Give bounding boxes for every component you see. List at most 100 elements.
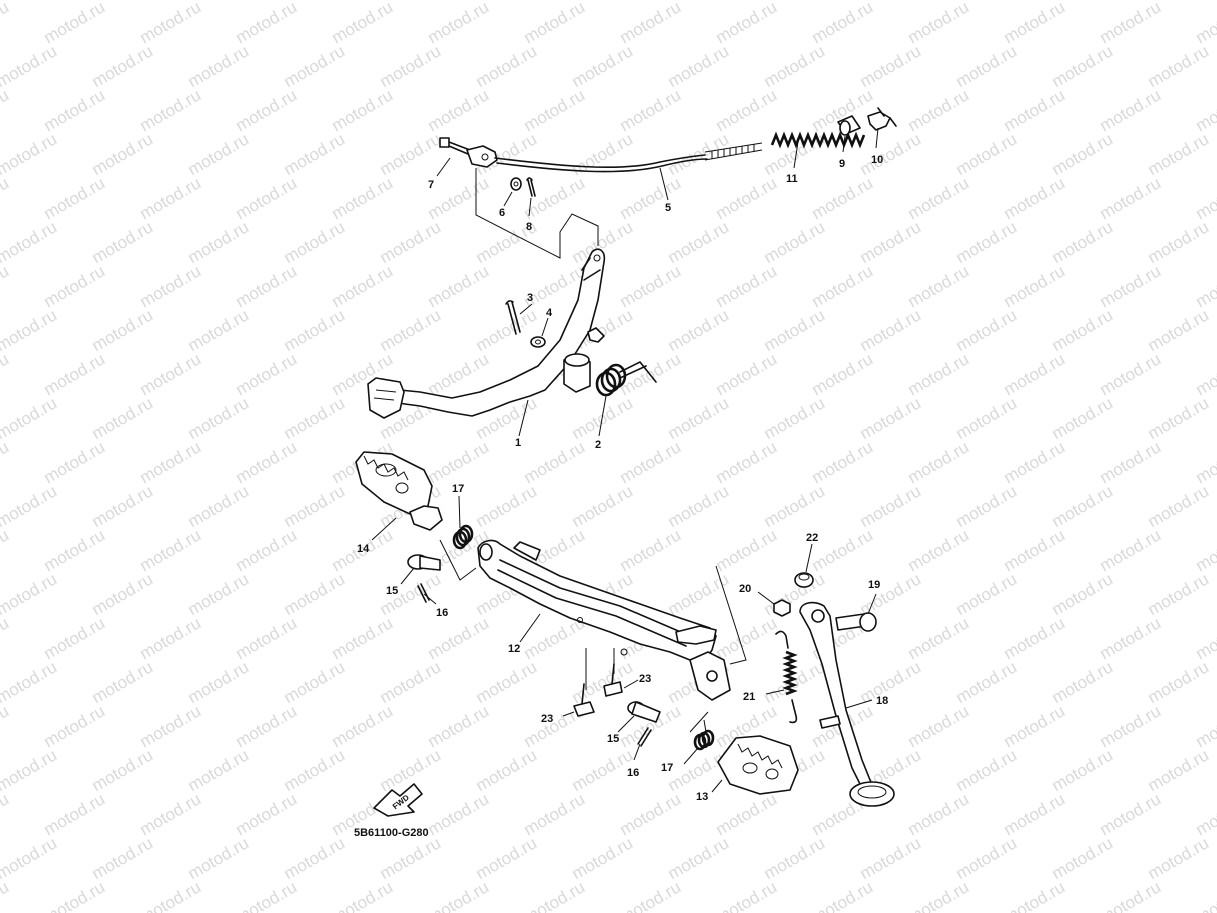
watermark-text: motod.ru [89,129,157,179]
callout-14: 14 [357,543,370,555]
watermark-text: motod.ru [617,525,685,575]
watermark-text: motod.ru [377,217,445,267]
watermark-text: motod.ru [1049,305,1117,355]
watermark-text: motod.ru [905,349,973,399]
watermark-text: motod.ru [0,437,12,487]
watermark-text: motod.ru [761,41,829,91]
rod-thread [704,142,763,161]
watermark-text: motod.ru [1097,613,1165,663]
footrest-bracket-group [477,539,731,717]
watermark-text: motod.ru [953,41,1021,91]
watermark-text: motod.ru [1193,877,1217,913]
watermark-text: motod.ru [1049,569,1117,619]
watermark-text: motod.ru [569,833,637,883]
watermark-text: motod.ru [281,393,349,443]
watermark-text: motod.ru [233,173,301,223]
watermark-text: motod.ru [953,745,1021,795]
callout-11: 11 [786,173,798,185]
watermark-text: motod.ru [617,0,685,47]
watermark-text: motod.ru [137,0,205,47]
watermark-text: motod.ru [137,173,205,223]
watermark-text: motod.ru [473,745,541,795]
watermark-text: motod.ru [473,41,541,91]
callout-17b: 17 [661,762,673,774]
watermark-text: motod.ru [1145,393,1213,443]
cotter-pin-8 [526,177,536,197]
watermark-text: motod.ru [137,261,205,311]
callout-16b: 16 [627,767,639,779]
watermark-text: motod.ru [281,657,349,707]
watermark-text: motod.ru [377,833,445,883]
watermark-text: motod.ru [665,217,733,267]
watermark-text: motod.ru [425,877,493,913]
watermark-text: motod.ru [41,525,109,575]
watermark-text: motod.ru [1001,0,1069,47]
watermark-text: motod.ru [857,393,925,443]
watermark-text: motod.ru [1001,261,1069,311]
watermark-text: motod.ru [1001,701,1069,751]
watermark-text: motod.ru [425,261,493,311]
watermark-text: motod.ru [1001,613,1069,663]
watermark-text: motod.ru [1193,85,1217,135]
watermark-text: motod.ru [1097,261,1165,311]
watermark-text: motod.ru [137,437,205,487]
watermark-text: motod.ru [473,833,541,883]
watermark-text: motod.ru [1145,305,1213,355]
watermark-text: motod.ru [329,613,397,663]
watermark-text: motod.ru [0,833,60,883]
watermark-text: motod.ru [569,745,637,795]
watermark-text: motod.ru [713,525,781,575]
callout-20: 20 [739,583,751,595]
watermark-text: motod.ru [569,481,637,531]
callout-23b: 23 [639,673,651,685]
watermark-text: motod.ru [0,173,12,223]
watermark-text: motod.ru [377,657,445,707]
left-footrest-group [355,451,477,603]
watermark-text: motod.ru [41,701,109,751]
watermark-text: motod.ru [857,217,925,267]
watermark-text: motod.ru [185,569,253,619]
watermark-text: motod.ru [617,877,685,913]
watermark-text: motod.ru [185,393,253,443]
brake-pedal-pad [367,377,405,419]
watermark-text: motod.ru [89,41,157,91]
washer-6 [510,177,522,191]
watermark-text: motod.ru [905,85,973,135]
watermark-text: motod.ru [185,41,253,91]
adjust-nut-10 [867,107,897,131]
watermark-text: motod.ru [89,393,157,443]
watermark-text: motod.ru [0,41,60,91]
sidestand-group [715,565,895,807]
watermark-text: motod.ru [281,129,349,179]
watermark-text: motod.ru [329,877,397,913]
watermark-text: motod.ru [857,481,925,531]
watermark-text: motod.ru [1145,569,1213,619]
spring-11 [770,131,866,149]
watermark-text: motod.ru [617,437,685,487]
callout-5: 5 [665,202,671,214]
watermark-text: motod.ru [905,437,973,487]
watermark-text: motod.ru [1193,701,1217,751]
watermark-text: motod.ru [281,41,349,91]
bolt-19 [835,612,877,632]
callout-13: 13 [696,791,708,803]
watermark-text: motod.ru [41,789,109,839]
watermark-text: motod.ru [329,85,397,135]
watermark-text: motod.ru [1049,481,1117,531]
watermark-text: motod.ru [233,877,301,913]
footrest-bracket-12 [477,539,717,669]
watermark-text: motod.ru [809,525,877,575]
watermark-text: motod.ru [0,0,12,47]
watermark-text: motod.ru [137,877,205,913]
callout-22: 22 [806,532,818,544]
watermark-text: motod.ru [377,41,445,91]
callout-7: 7 [428,179,434,191]
watermark-text: motod.ru [713,789,781,839]
watermark-text: motod.ru [761,481,829,531]
brake-rod-5 [494,154,706,169]
watermark-text: motod.ru [713,85,781,135]
watermark-text: motod.ru [185,657,253,707]
watermark-text: motod.ru [1097,349,1165,399]
